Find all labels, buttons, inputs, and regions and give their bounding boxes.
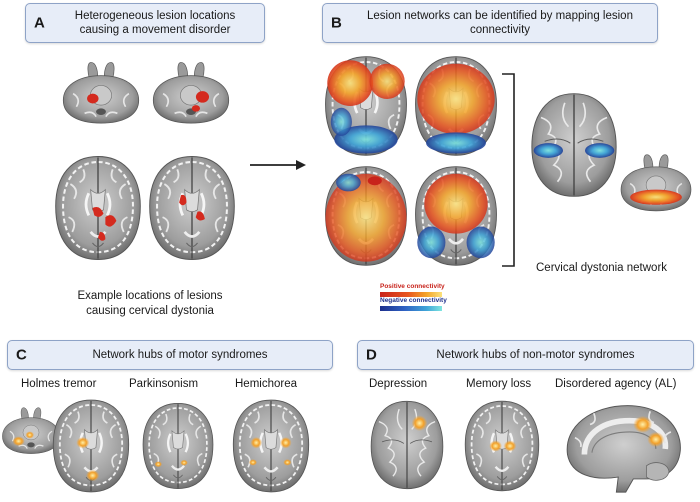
lesion-marker (179, 194, 187, 206)
panel-b-title: Lesion networks can be identified by map… (349, 4, 651, 42)
positive-colorbar (380, 292, 442, 297)
panel-c-header: C Network hubs of motor syndromes (7, 340, 333, 370)
holmes-tremor-axial (52, 398, 130, 494)
panel-b-letter: B (331, 14, 342, 32)
label-disordered-agency: Disordered agency (AL) (555, 378, 677, 390)
panel-b-title-line1: Lesion networks can be identified by map… (367, 10, 633, 22)
label-parkinsonism: Parkinsonism (129, 378, 199, 390)
lesion-marker (98, 231, 106, 241)
network-cerebellum (620, 153, 692, 212)
negative-connectivity-label: Negative connectivity (380, 297, 447, 304)
lesion-network-map-1 (324, 55, 408, 157)
panel-a-caption-line1: Example locations of lesions (77, 290, 223, 302)
lesion-axial-slice-1 (54, 155, 142, 261)
panel-a-title-line2: causing a movement disorder (79, 24, 231, 36)
negative-colorbar (380, 306, 442, 311)
panel-d-title: Network hubs of non-motor syndromes (436, 349, 635, 361)
hemichorea-axial (232, 398, 310, 494)
parkinsonism-axial (141, 402, 215, 490)
label-holmes-tremor: Holmes tremor (21, 378, 97, 390)
network-dorsal-brain (531, 92, 617, 198)
lesion-axial-slice-2 (148, 155, 236, 261)
panel-a-header: A Heterogeneous lesion locations causing … (25, 3, 265, 43)
lesion-network-map-4 (414, 165, 498, 267)
lesion-marker (195, 91, 210, 103)
label-depression: Depression (369, 378, 428, 390)
holmes-tremor-cerebellum (1, 407, 61, 455)
panel-a-caption-line2: causing cervical dystonia (86, 305, 214, 317)
network-label: Cervical dystonia network (536, 262, 668, 274)
arrow-a-to-b (250, 160, 306, 170)
label-memory-loss: Memory loss (466, 378, 532, 390)
disordered-agency-sagittal (556, 400, 688, 494)
positive-connectivity-label: Positive connectivity (380, 283, 445, 290)
panel-b-title-line2: connectivity (469, 24, 531, 36)
lesion-pontine-slice-2 (152, 61, 230, 124)
lesion-marker (191, 105, 201, 112)
lesion-marker (105, 215, 117, 227)
panel-a-title-line1: Heterogeneous lesion locations (74, 10, 236, 22)
panel-a-caption: Example locations of lesions causing cer… (50, 289, 250, 319)
panel-c-letter: C (16, 346, 27, 364)
lesion-marker (195, 211, 205, 221)
lesion-network-map-3 (324, 165, 408, 267)
panel-c-title: Network hubs of motor syndromes (92, 349, 268, 361)
lesion-network-map-2 (414, 55, 498, 157)
panel-d-letter: D (366, 346, 377, 364)
lesion-marker (87, 93, 99, 104)
lesion-pontine-slice-1 (62, 61, 140, 124)
panel-d-header: D Network hubs of non-motor syndromes (357, 340, 694, 370)
panel-a-title: Heterogeneous lesion locations causing a … (52, 4, 258, 42)
panel-b-header: B Lesion networks can be identified by m… (322, 3, 658, 43)
depression-dorsal-brain (370, 400, 444, 490)
label-hemichorea: Hemichorea (235, 378, 297, 390)
bracket (502, 73, 515, 267)
lesion-marker (92, 206, 104, 217)
memory-loss-axial (464, 400, 540, 492)
panel-a-letter: A (34, 14, 45, 32)
